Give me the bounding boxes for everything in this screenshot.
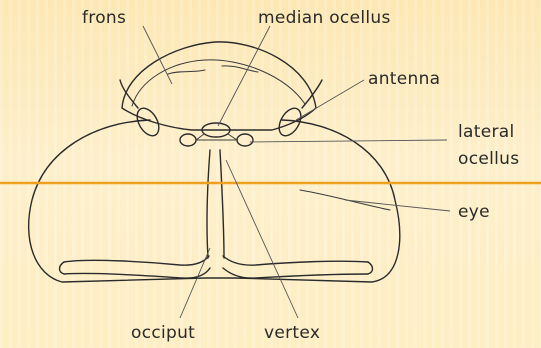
vertex-suture xyxy=(207,150,224,258)
label-median-ocellus: median ocellus xyxy=(258,8,391,28)
left-antenna-socket xyxy=(133,105,164,140)
label-antenna: antenna xyxy=(368,69,440,89)
right-lateral-ocellus-shape xyxy=(237,134,253,146)
leader-median-ocellus xyxy=(218,26,270,126)
label-occiput: occiput xyxy=(131,323,195,343)
leader-occiput xyxy=(180,248,210,318)
label-vertex: vertex xyxy=(264,323,320,343)
label-eye: eye xyxy=(458,202,490,222)
occipital-band-left xyxy=(64,256,210,278)
frons-outline xyxy=(122,42,316,130)
frons-inner-ridge xyxy=(132,60,305,106)
occipital-band-right xyxy=(223,256,368,278)
occipital-caps xyxy=(60,262,373,274)
label-lateral-ocellus-2: ocellus xyxy=(458,149,519,169)
left-lateral-ocellus-shape xyxy=(180,134,196,146)
leader-lateral-ocellus xyxy=(250,140,447,142)
label-lateral-ocellus-1: lateral xyxy=(458,122,515,142)
label-frons: frons xyxy=(82,8,126,28)
head-outline xyxy=(29,120,400,282)
leader-antenna xyxy=(296,80,364,120)
frons-wrinkle xyxy=(168,66,258,74)
